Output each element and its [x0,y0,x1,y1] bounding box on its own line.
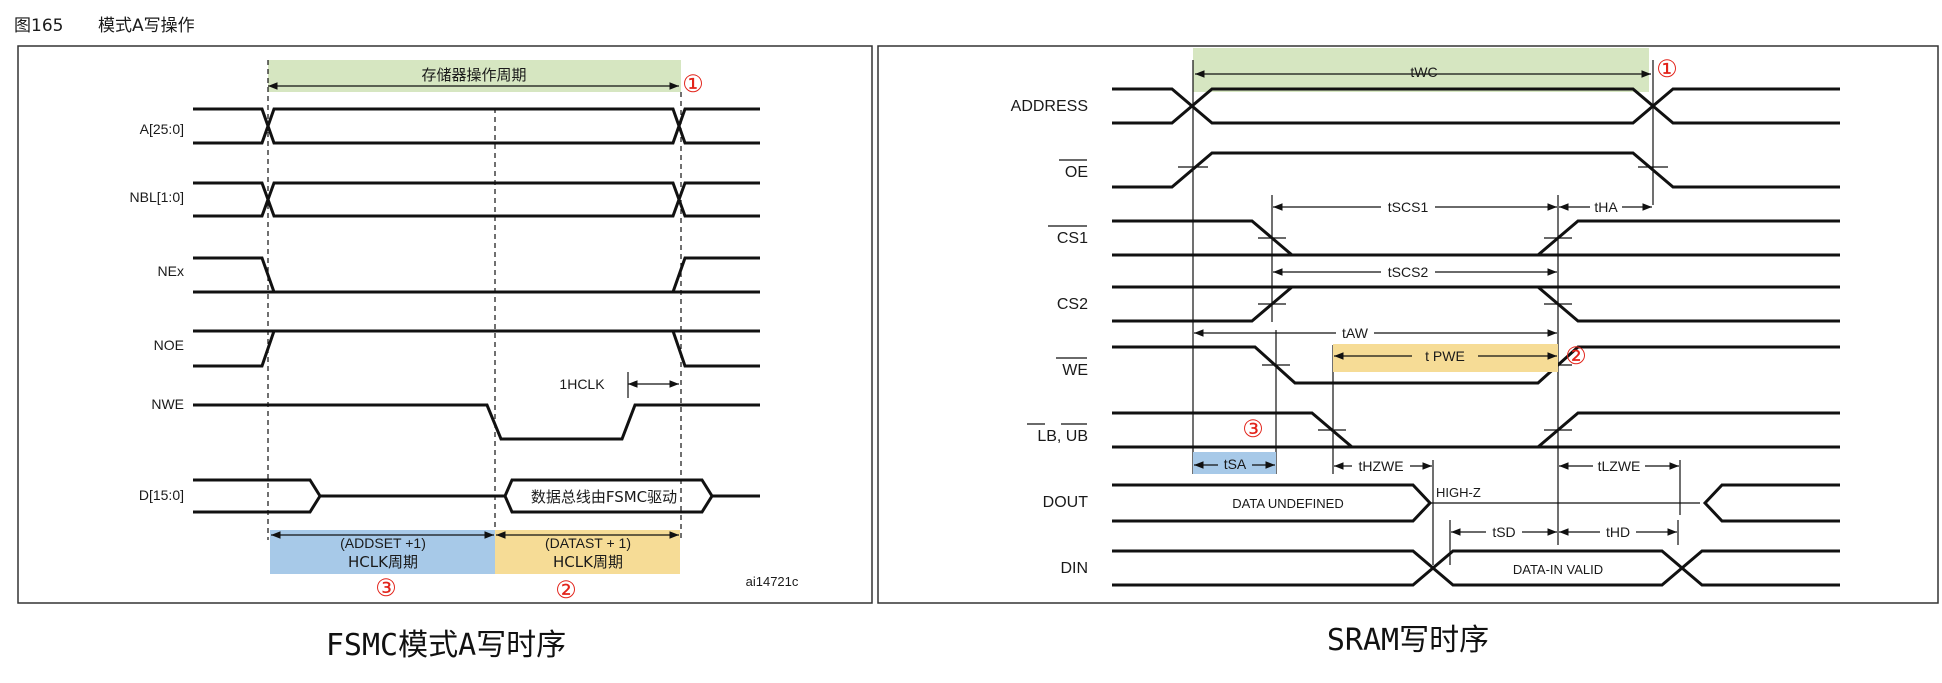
data-undefined-label: DATA UNDEFINED [1232,496,1343,511]
tscs1-label: tSCS1 [1388,199,1429,215]
cycle-label: 存储器操作周期 [421,66,526,84]
left-signal-nbl: NBL[1:0] [130,189,184,205]
taw-label: tAW [1342,325,1369,341]
thd-label: tHD [1606,524,1630,540]
twc-label: tWC [1410,64,1437,80]
right-signal-oe: OE [1065,164,1088,181]
left-marker-2: ② [555,576,577,604]
right-signal-dout: DOUT [1043,494,1089,511]
left-signal-nwe: NWE [151,396,184,412]
figure-number: 图165 [14,16,63,36]
left-signal-a: A[25:0] [140,121,184,137]
right-marker-1: ① [1656,55,1678,83]
tlzwe-label: tLZWE [1598,458,1641,474]
sram-write-diagram: tWC ① ADDRESS OE CS1 CS2 WE LB, UB DOUT … [877,45,1939,604]
right-signal-cs2: CS2 [1057,296,1088,313]
left-signal-d: D[15:0] [139,487,184,503]
ref-code: ai14721c [746,574,799,589]
thzwe-label: tHZWE [1358,458,1403,474]
left-frame [17,45,873,604]
fsmc-mode-a-diagram: 存储器操作周期 ① A[25:0] NBL[1:0] NEx NOE NWE D… [17,45,873,604]
left-marker-1: ① [682,70,704,98]
tha-label: tHA [1594,199,1618,215]
right-marker-2: ② [1565,342,1587,370]
figure-title: 模式A写操作 [98,16,195,36]
right-signal-cs1: CS1 [1057,230,1088,247]
high-z-label: HIGH-Z [1436,485,1481,500]
right-frame [877,45,1939,604]
left-signal-noe: NOE [154,337,184,353]
tsa-label: tSA [1224,456,1247,472]
datast-line2: HCLK周期 [553,553,623,571]
data-in-valid-label: DATA-IN VALID [1513,562,1603,577]
right-caption: SRAM写时序 [1327,623,1489,658]
left-signal-nex: NEx [158,263,184,279]
data-bus-label: 数据总线由FSMC驱动 [531,488,677,506]
datast-line1: (DATAST + 1) [545,535,631,551]
twc-band [1193,48,1649,92]
right-signal-din: DIN [1060,560,1088,577]
hclk-label: 1HCLK [559,376,605,392]
right-marker-3: ③ [1242,415,1264,443]
right-signal-address: ADDRESS [1011,98,1088,115]
left-marker-3: ③ [375,574,397,602]
right-signal-lb-ub: LB, UB [1037,428,1088,445]
left-caption: FSMC模式A写时序 [326,628,566,663]
right-signal-we: WE [1062,362,1088,379]
addset-line2: HCLK周期 [348,553,418,571]
addset-line1: (ADDSET +1) [340,535,426,551]
tpwe-label: t PWE [1425,348,1465,364]
tscs2-label: tSCS2 [1388,264,1429,280]
tsd-label: tSD [1492,524,1515,540]
